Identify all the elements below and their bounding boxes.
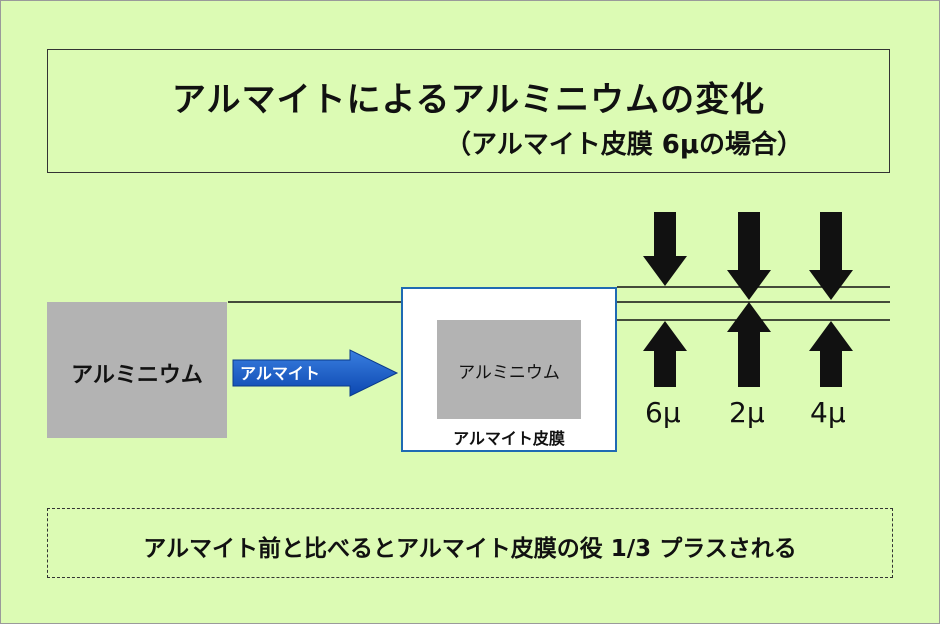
arrow-down-outward [809,212,853,300]
arrow-up-inward [727,302,771,387]
aluminum-after-block: アルミニウム [437,320,581,419]
arrow-down-total [643,212,687,286]
process-arrow-label: アルマイト [240,364,320,383]
aluminum-before-label: アルミニウム [71,363,203,388]
diagram-title: アルマイトによるアルミニウムの変化 [171,80,766,120]
arrow-up-outward [809,321,853,387]
arrow-up-total [643,321,687,387]
aluminum-before-block: アルミニウム [47,302,227,438]
note-text: アルマイト前と比べるとアルマイト皮膜の役 1/3 プラスされる [143,536,797,562]
anodized-film-label: アルマイト皮膜 [453,429,565,448]
arrow-down-inward [727,212,771,300]
thickness-outward-label: 4μ [810,396,846,429]
aluminum-after-label: アルミニウム [458,363,560,383]
thickness-total-label: 6μ [645,396,681,429]
process-arrow-shape [232,349,399,397]
thickness-inward-label: 2μ [729,396,765,429]
note-box: アルマイト前と比べるとアルマイト皮膜の役 1/3 プラスされる [47,508,893,578]
title-box: アルマイトによるアルミニウムの変化 （アルマイト皮膜 6μの場合） [47,49,890,173]
diagram-subtitle: （アルマイト皮膜 6μの場合） [444,130,803,160]
